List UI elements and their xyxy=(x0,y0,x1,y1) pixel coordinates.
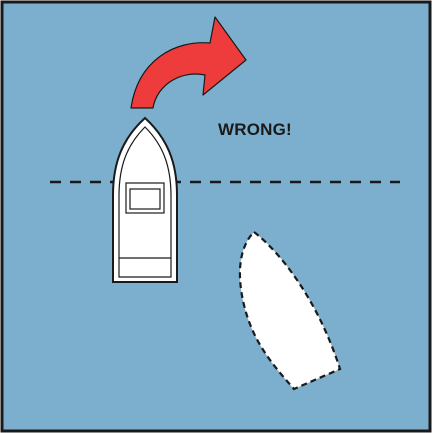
boat-cabin-inner xyxy=(130,189,160,209)
wrong-label: WRONG! xyxy=(218,120,292,140)
